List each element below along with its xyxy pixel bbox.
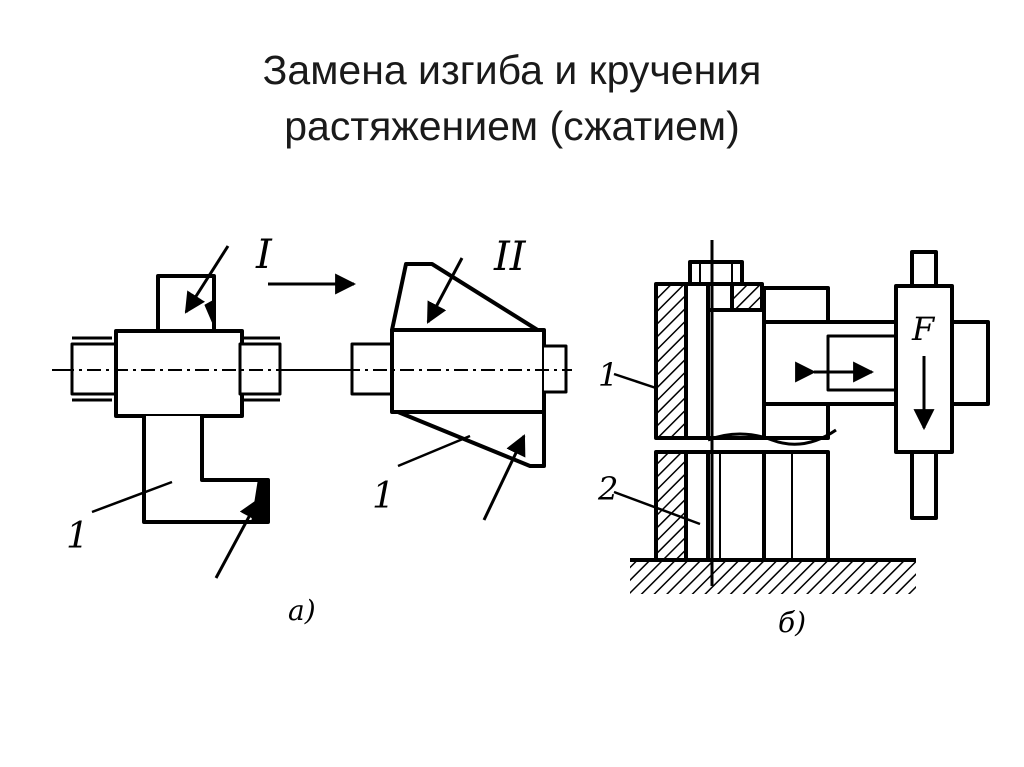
leader-b-part1 xyxy=(613,372,657,390)
arrow-II-top xyxy=(426,257,464,324)
arrow-I-top xyxy=(184,245,230,314)
part-II-bracket xyxy=(346,262,572,468)
part-label-b-2: 2 xyxy=(597,470,618,508)
stage-label-I: I xyxy=(255,232,273,278)
bolt xyxy=(688,244,744,286)
leader-I-part1 xyxy=(91,480,173,514)
slide-title: Замена изгиба и кручения растяжением (сж… xyxy=(0,42,1024,154)
part-I-bracket xyxy=(60,274,290,524)
part-label-a-1: 1 xyxy=(66,516,89,557)
leader-II-part1 xyxy=(397,434,471,468)
title-line-1: Замена изгиба и кручения xyxy=(262,47,762,93)
figure-a-caption: а) xyxy=(288,594,316,627)
part-label-a-2: 1 xyxy=(372,476,395,517)
stage-label-II: II xyxy=(493,234,527,280)
title-line-2: растяжением (сжатием) xyxy=(284,103,740,149)
leader-b-part2 xyxy=(613,490,701,526)
arrow-II-bottom xyxy=(482,434,526,521)
arrow-I-bottom xyxy=(214,498,260,579)
lower-plate-stack xyxy=(654,450,830,562)
force-label-F: F xyxy=(911,310,936,348)
horizontal-beam xyxy=(762,320,990,406)
joint-line xyxy=(707,428,837,446)
figure-b-caption: б) xyxy=(778,606,806,639)
part-label-b-1: 1 xyxy=(598,356,618,394)
figure-a xyxy=(52,245,572,579)
figure-b xyxy=(613,240,990,594)
ground-base xyxy=(630,560,916,594)
